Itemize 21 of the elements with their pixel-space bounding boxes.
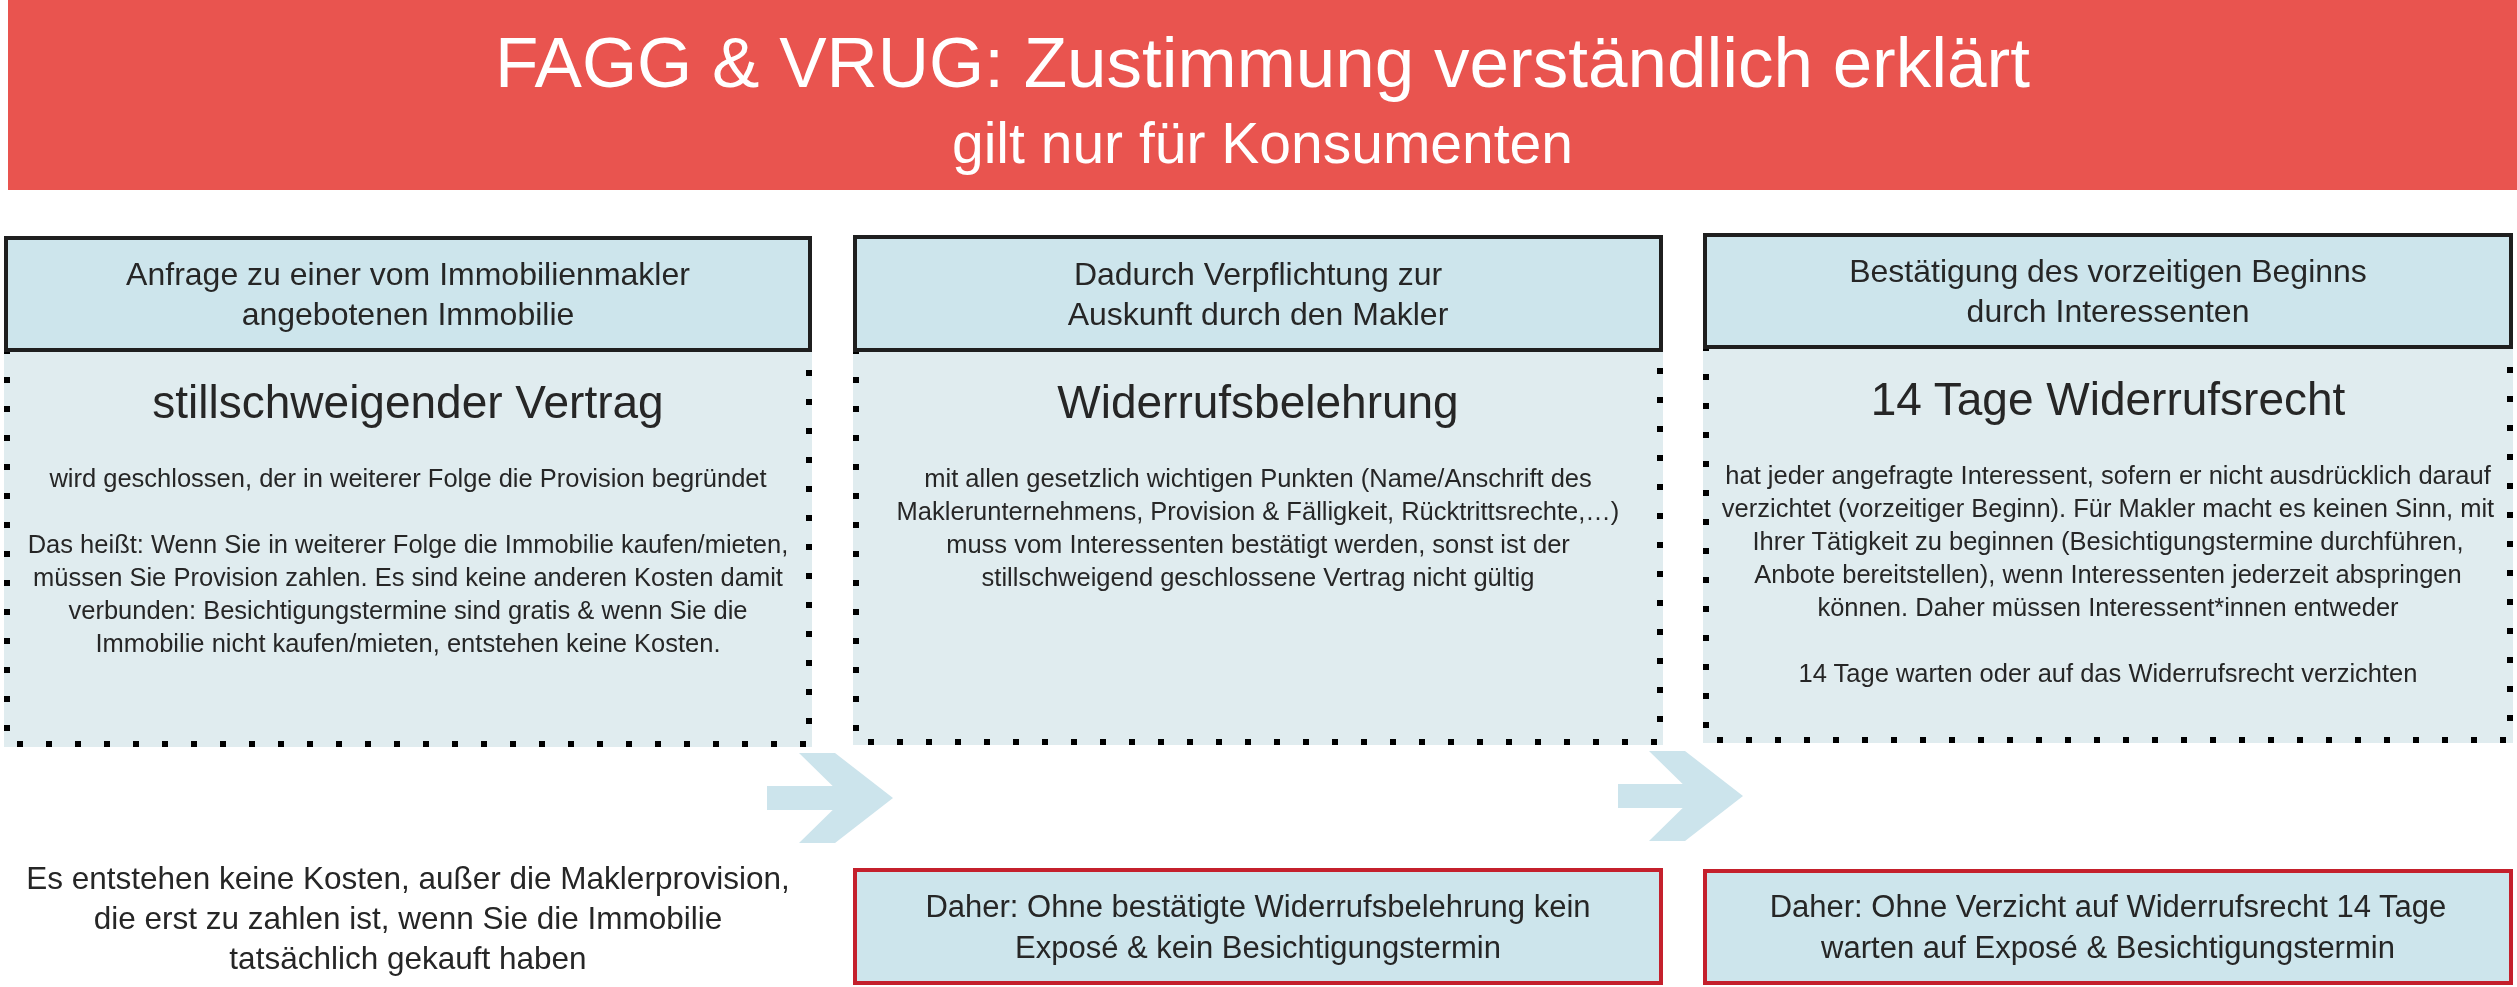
panel-heading: stillschweigender Vertrag [152, 375, 664, 430]
header-box [4, 236, 812, 352]
conclusion-text: Daher: Ohne bestätigte Widerrufsbelehrung kein Exposé & kein Besichtigungstermin [924, 887, 1592, 967]
conclusion-box [853, 868, 1663, 985]
subtitle: gilt nur für Konsumenten [952, 110, 1573, 176]
header-box [853, 235, 1663, 352]
title: FAGG & VRUG: Zustimmung verständlich erklärt [495, 22, 2030, 104]
conclusion-text: Daher: Ohne Verzicht auf Widerrufsrecht 14 Tage warten auf Exposé & Besichtigungstermin [1768, 888, 2448, 967]
note-text: Es entstehen keine Kosten, außer die Maklerprovision, die erst zu zahlen ist, wenn Sie die Immobilie tatsächlich gekauft haben [25, 859, 791, 978]
header-text: Bestätigung des vorzeitigen Beginns durch Interessenten [1848, 252, 2368, 331]
panel-text: mit allen gesetzlich wichtigen Punkten (Name/Anschrift des Maklerunternehmens, Provision & Fälligkeit, Rücktrittsrechte,…) muss vom Interessenten bestätigt werden, sonst ist der stillschweigend geschlossene Vertrag nicht gültig [895, 463, 1621, 593]
header-text: Dadurch Verpflichtung zur Auskunft durch den Makler [1066, 254, 1450, 334]
header-box [1703, 233, 2513, 349]
panel-text: Das heißt: Wenn Sie in weiterer Folge die Immobilie kaufen/mieten, müssen Sie Provision zahlen. Es sind keine anderen Kosten damit verbunden: Besichtigungstermine sind gratis & wenn Sie die Immobilie nicht kaufen/mieten, entstehen keine Kosten. [26, 529, 790, 659]
panel-text: wird geschlossen, der in weiterer Folge die Provision begründet [49, 463, 767, 494]
panel-text: hat jeder angefragte Interessent, sofern er nicht ausdrücklich darauf verzichtet (vorzeitiger Beginn). Für Makler macht es keinen Sinn, mit Ihrer Tätigkeit zu beginnen (Besichtigungstermine durchführen, Anbote bereitstellen), wenn Interessenten jederzeit abspringen können. Daher müssen Interessent*innen entweder [1720, 460, 2496, 623]
panel-text: 14 Tage warten oder auf das Widerrufsrecht verzichten [1798, 658, 2418, 689]
conclusion-box [1703, 869, 2513, 985]
panel-heading: 14 Tage Widerrufsrecht [1870, 372, 2346, 427]
header-text: Anfrage zu einer vom Immobilienmakler angebotenen Immobilie [125, 255, 691, 334]
panel-heading: Widerrufsbelehrung [1057, 375, 1459, 430]
